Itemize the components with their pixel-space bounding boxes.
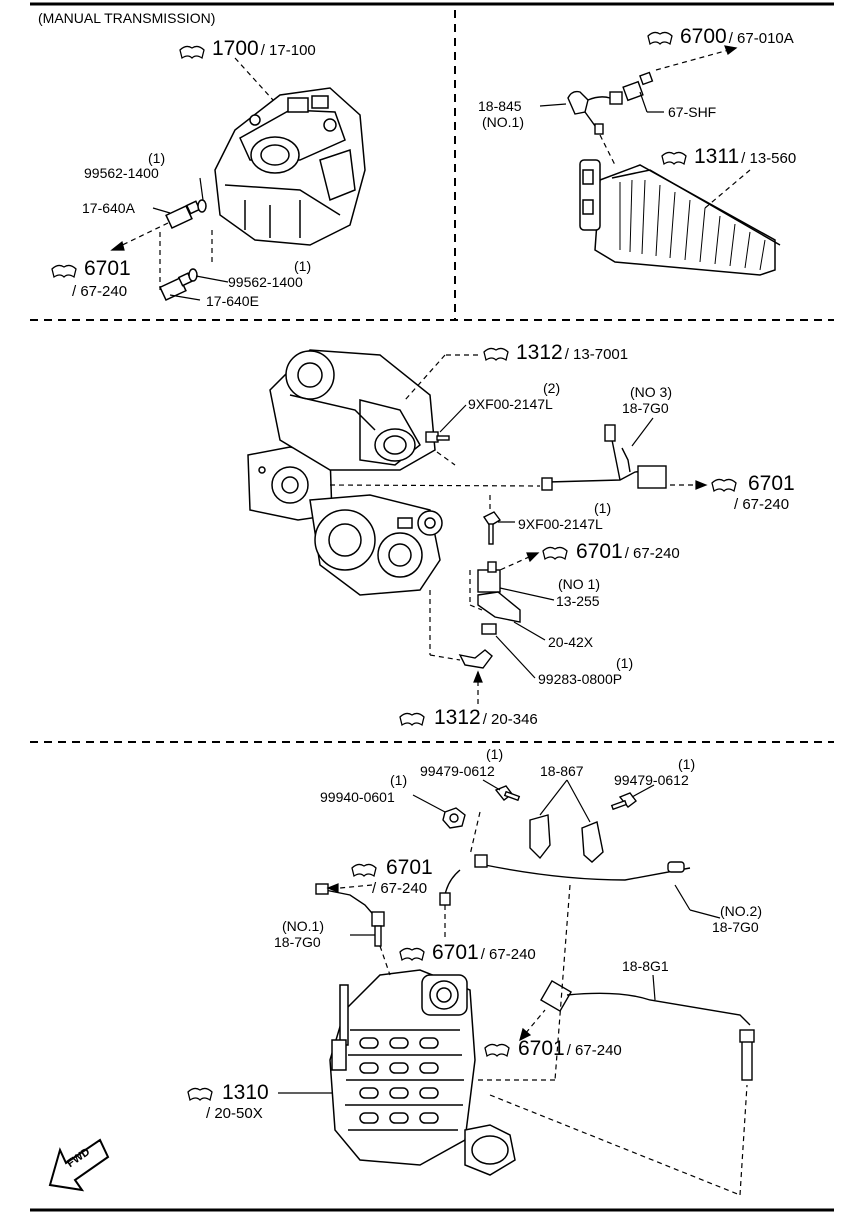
turbo-bracket-parts (425, 424, 667, 669)
part-17-640e[interactable]: 17-640E (206, 293, 259, 309)
ref-page-6701-turbo-sensor[interactable]: / 67-240 (734, 496, 790, 513)
ref-6701-no2-sensor[interactable]: 6701/ 67-240 (432, 942, 536, 966)
fwd-arrow-icon (48, 1138, 110, 1192)
part-18-7g0-no3-position: (NO 3) (630, 384, 672, 400)
book-icons (51, 31, 737, 1102)
qty-99940: (1) (390, 772, 408, 788)
part-99283-0800p[interactable]: 99283-0800P (538, 671, 623, 687)
transmission-drawing (159, 87, 366, 301)
ref-page: / 67-010A (728, 30, 794, 47)
part-9xf00-2147l-upper[interactable]: 9XF00-2147L (468, 396, 553, 412)
part-18-7g0-no2-position: (NO.2) (720, 903, 762, 919)
converter-drawing (329, 969, 516, 1176)
ref-1310[interactable]: 1310 (222, 1082, 269, 1104)
ref-page: / 67-240 (566, 1042, 622, 1059)
ref-number: 1311 (694, 145, 740, 168)
ref-page: / 13-7001 (564, 346, 629, 363)
part-13-255[interactable]: 13-255 (556, 593, 600, 609)
part-18-845[interactable]: 18-845 (478, 98, 522, 114)
ref-page-6701-transmission[interactable]: / 67-240 (72, 283, 128, 300)
ref-6701-turbo-sensor[interactable]: 6701 (748, 473, 795, 495)
ref-page-6701-no1-sensor[interactable]: / 67-240 (372, 880, 428, 897)
part-13-255-position: (NO 1) (558, 576, 600, 592)
part-18-7g0-no3[interactable]: 18-7G0 (622, 400, 669, 416)
ref-1312-turbo[interactable]: 1312/ 13-7001 (516, 342, 628, 366)
ref-number: 1310 (222, 1081, 269, 1104)
part-20-42x[interactable]: 20-42X (548, 634, 594, 650)
ref-6701-18-8g1[interactable]: 6701/ 67-240 (518, 1038, 622, 1062)
part-99479-0612-right[interactable]: 99479-0612 (614, 772, 689, 788)
qty-9xf00-1: (1) (594, 500, 612, 516)
ref-number: 6701 (432, 941, 479, 964)
diagram-title: (MANUAL TRANSMISSION) (38, 10, 216, 26)
ref-page: / 67-240 (624, 545, 680, 562)
ref-6701-no1-sensor[interactable]: 6701 (386, 857, 433, 879)
qty-99479-right: (1) (678, 756, 696, 772)
part-99562-1400-lower[interactable]: 99562-1400 (228, 274, 303, 290)
ref-1312-hose[interactable]: 1312/ 20-346 (434, 707, 538, 731)
ref-number: 6701 (518, 1037, 565, 1060)
ref-number: 1312 (434, 706, 481, 729)
qty-99479-left: (1) (486, 746, 504, 762)
turbo-leaders (329, 354, 708, 708)
frame (30, 2, 834, 1212)
part-99562-1400-upper[interactable]: 99562-1400 (84, 165, 159, 181)
ref-number: 1312 (516, 341, 563, 364)
sensor-18-845 (567, 71, 654, 135)
qty-99562-upper: (1) (148, 150, 166, 166)
transmission-leaders (110, 57, 274, 301)
ref-number: 6701 (748, 472, 795, 495)
ref-number: 6701 (386, 856, 433, 879)
ref-1700[interactable]: 1700/ 17-100 (212, 38, 316, 62)
part-18-8g1[interactable]: 18-8G1 (622, 958, 669, 974)
part-99479-0612-left[interactable]: 99479-0612 (420, 763, 495, 779)
ref-6700[interactable]: 6700/ 67-010A (680, 26, 794, 50)
turbocharger-drawing (247, 349, 443, 596)
ref-page: / 20-346 (482, 711, 538, 728)
qty-9xf00-2: (2) (543, 380, 561, 396)
part-18-7g0-no1-position: (NO.1) (282, 918, 324, 934)
converter-sensors (315, 785, 755, 1081)
ref-1311[interactable]: 1311/ 13-560 (694, 146, 796, 170)
part-18-7g0-no2[interactable]: 18-7G0 (712, 919, 759, 935)
qty-99283: (1) (616, 655, 634, 671)
ref-number: 1700 (212, 37, 259, 60)
sensor-leaders (539, 45, 751, 209)
ref-6701-transmission[interactable]: 6701 (84, 258, 131, 280)
part-17-640a[interactable]: 17-640A (82, 200, 135, 216)
part-67-shf[interactable]: 67-SHF (668, 104, 717, 120)
ref-number: 6700 (680, 25, 727, 48)
part-18-845-position: (NO.1) (482, 114, 524, 130)
ref-number: 6701 (84, 257, 131, 280)
ref-number: 6701 (576, 540, 623, 563)
part-99940-0601[interactable]: 99940-0601 (320, 789, 395, 805)
part-18-7g0-no1[interactable]: 18-7G0 (274, 934, 321, 950)
ref-page: / 13-560 (741, 150, 797, 167)
ref-page: / 17-100 (260, 42, 316, 59)
part-18-867[interactable]: 18-867 (540, 763, 584, 779)
qty-99562-lower: (1) (294, 258, 312, 274)
ref-page-1310[interactable]: / 20-50X (206, 1105, 263, 1122)
ref-page: / 67-240 (480, 946, 536, 963)
intercooler-drawing (579, 159, 781, 276)
ref-6701-13-255[interactable]: 6701/ 67-240 (576, 541, 680, 565)
converter-leaders (278, 779, 748, 1196)
part-9xf00-2147l-lower[interactable]: 9XF00-2147L (518, 516, 603, 532)
